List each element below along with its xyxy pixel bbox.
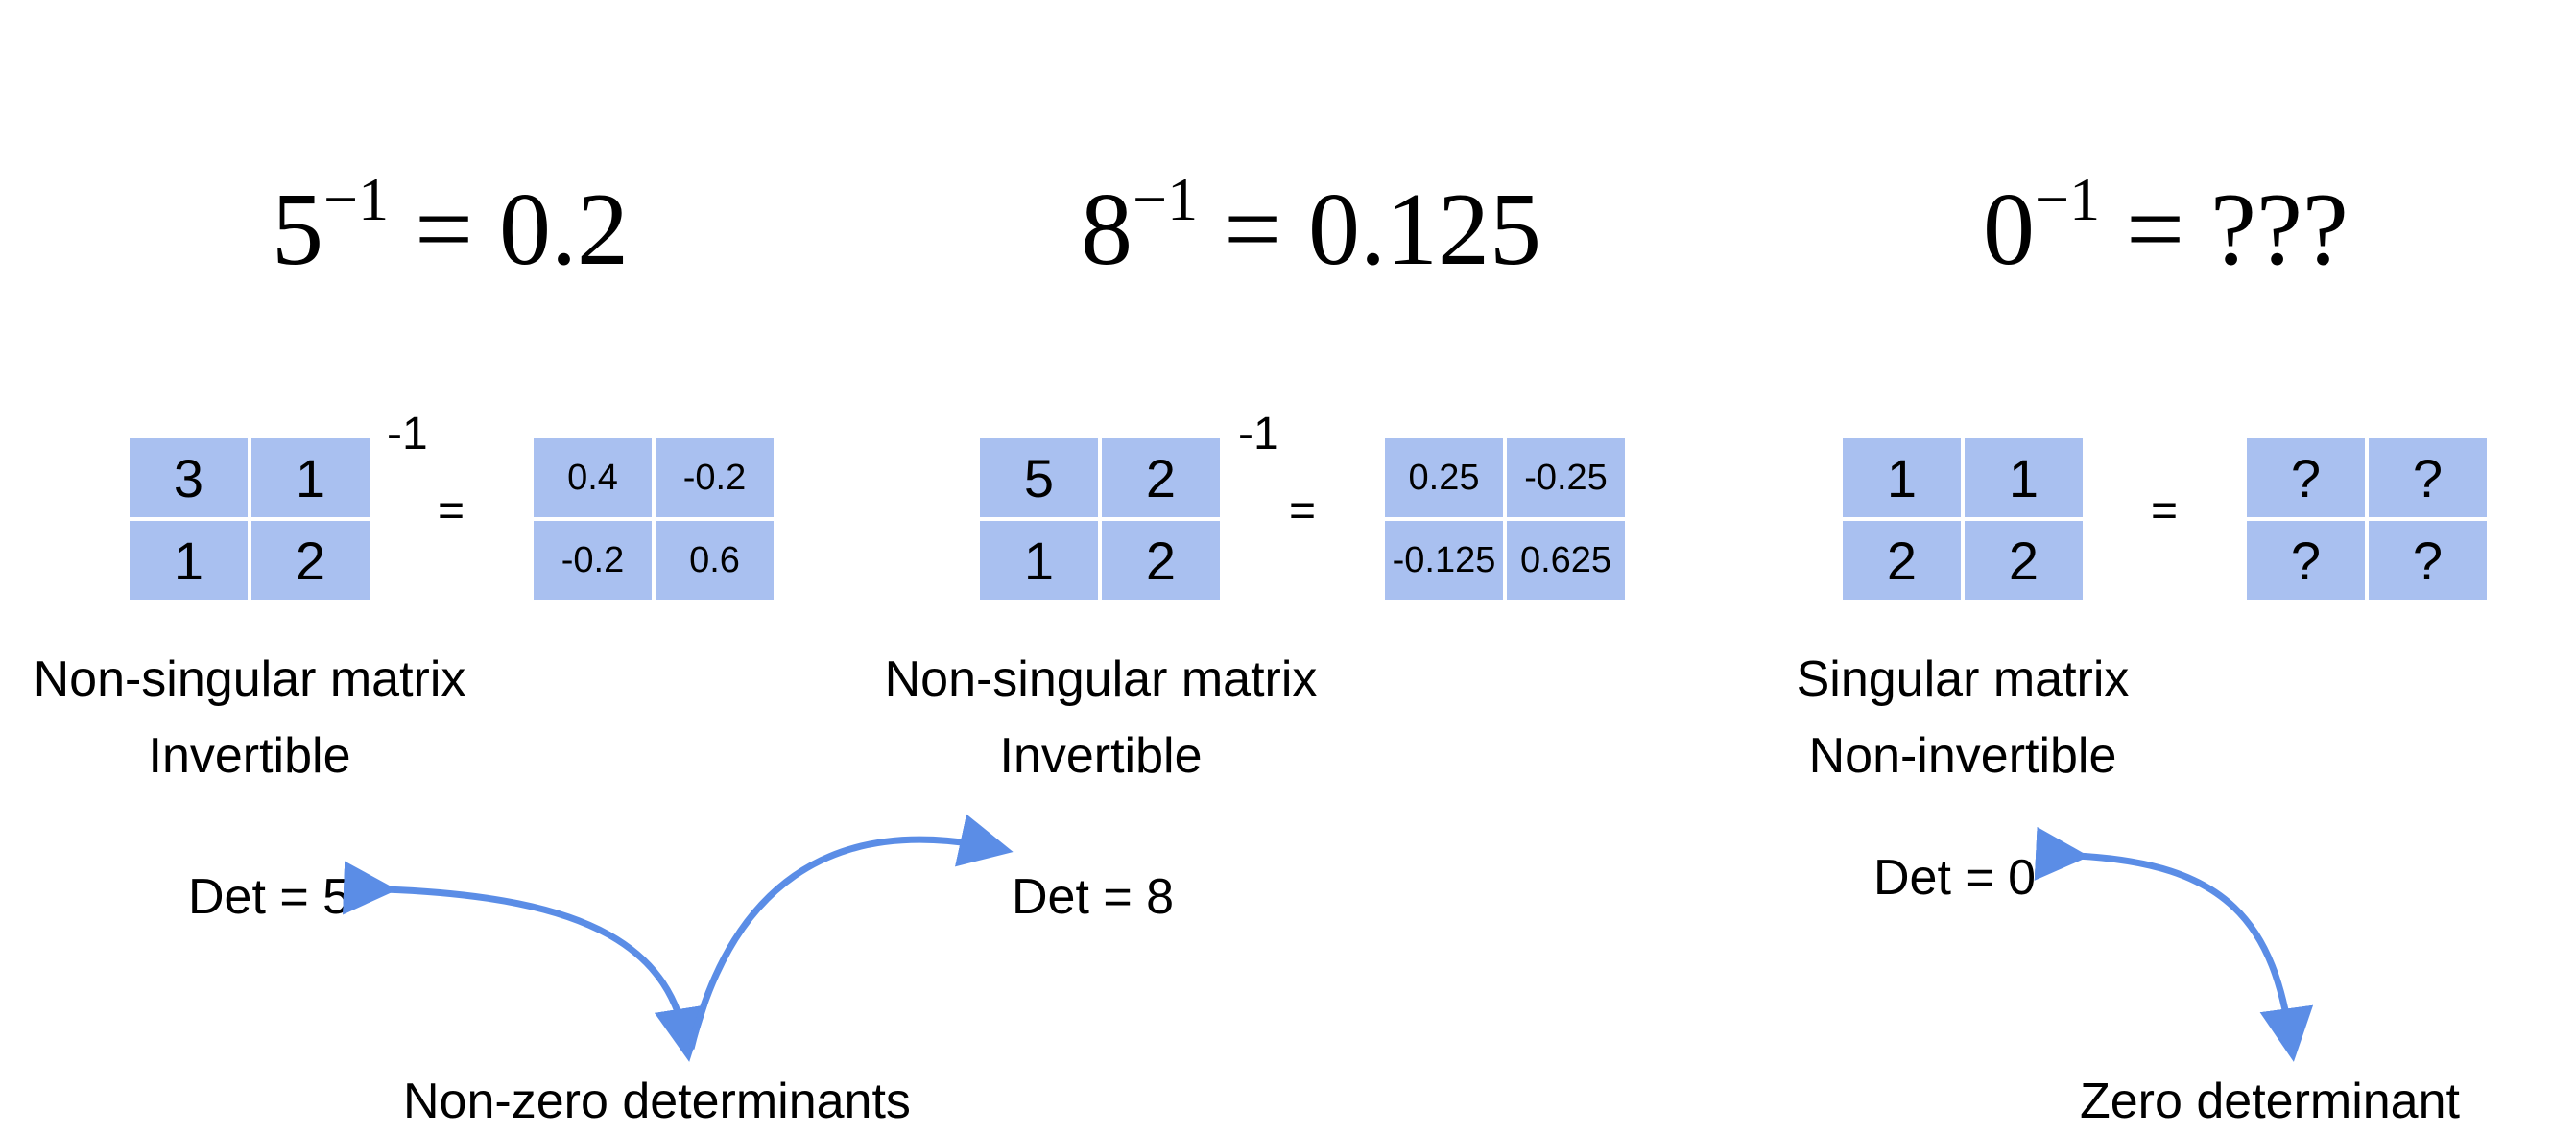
equals-sign: = — [1289, 485, 1317, 536]
matrix-cell: 5 — [980, 438, 1098, 517]
zero-determinant-label: Zero determinant — [2080, 1074, 2460, 1129]
inverse-cell: -0.2 — [656, 438, 774, 517]
matrix-cell: 1 — [251, 438, 370, 517]
matrix-3: 1 1 2 2 — [1843, 438, 2083, 600]
inverse-matrix-3: ? ? ? ? — [2247, 438, 2487, 600]
invertibility-label: Invertible — [999, 728, 1203, 784]
equation-2: 8−1 = 0.125 — [1081, 163, 1541, 297]
inverse-cell: 0.25 — [1385, 438, 1503, 517]
equation-1: 5−1 = 0.2 — [272, 163, 629, 297]
inverse-cell: 0.4 — [534, 438, 652, 517]
inverse-cell: 0.6 — [656, 521, 774, 600]
matrix-type-label: Singular matrix — [1796, 651, 2130, 707]
equation-result: = 0.125 — [1224, 173, 1542, 287]
inverse-superscript: -1 — [387, 409, 428, 460]
inverse-cell: ? — [2247, 521, 2365, 600]
nonzero-determinants-label: Non-zero determinants — [403, 1074, 911, 1129]
matrix-cell: 3 — [130, 438, 248, 517]
equation-3: 0−1 = ??? — [1983, 163, 2349, 297]
matrix-cell: 1 — [1965, 438, 2083, 517]
inverse-matrix-1: 0.4 -0.2 -0.2 0.6 — [534, 438, 774, 600]
determinant-label: Det = 8 — [1012, 869, 1175, 925]
inverse-cell: -0.125 — [1385, 521, 1503, 600]
matrix-cell: 1 — [130, 521, 248, 600]
inverse-cell: ? — [2247, 438, 2365, 517]
equation-base: 8 — [1081, 173, 1133, 287]
equation-result: = 0.2 — [415, 173, 630, 287]
matrix-type-label: Non-singular matrix — [884, 651, 1318, 707]
equation-exponent: −1 — [323, 165, 390, 233]
inverse-matrix-2: 0.25 -0.25 -0.125 0.625 — [1385, 438, 1625, 600]
invertibility-label: Non-invertible — [1808, 728, 2117, 784]
inverse-cell: -0.25 — [1507, 438, 1625, 517]
arrow-det5-to-nonzero — [343, 861, 708, 1062]
inverse-superscript: -1 — [1238, 409, 1279, 460]
equation-base: 0 — [1983, 173, 2035, 287]
invertibility-label: Invertible — [148, 728, 351, 784]
matrix-cell: 2 — [1843, 521, 1961, 600]
matrix-2: 5 2 1 2 — [980, 438, 1220, 600]
matrix-cell: 2 — [1965, 521, 2083, 600]
equals-sign: = — [438, 485, 465, 536]
arrow-nonzero-to-det8 — [687, 814, 1014, 1050]
matrix-cell: 1 — [980, 521, 1098, 600]
matrix-cell: 2 — [251, 521, 370, 600]
inverse-cell: ? — [2369, 521, 2487, 600]
determinant-label: Det = 5 — [188, 869, 351, 925]
inverse-cell: -0.2 — [534, 521, 652, 600]
matrix-cell: 1 — [1843, 438, 1961, 517]
equation-result: = ??? — [2126, 173, 2349, 287]
equation-exponent: −1 — [2035, 165, 2101, 233]
arrow-det0-to-zero — [2034, 826, 2314, 1062]
inverse-cell: ? — [2369, 438, 2487, 517]
matrix-type-label: Non-singular matrix — [33, 651, 466, 707]
equals-sign: = — [2151, 485, 2179, 536]
matrix-1: 3 1 1 2 — [130, 438, 370, 600]
equation-exponent: −1 — [1133, 165, 1199, 233]
matrix-cell: 2 — [1102, 521, 1220, 600]
determinant-label: Det = 0 — [1873, 850, 2037, 906]
inverse-cell: 0.625 — [1507, 521, 1625, 600]
equation-base: 5 — [272, 173, 323, 287]
matrix-cell: 2 — [1102, 438, 1220, 517]
